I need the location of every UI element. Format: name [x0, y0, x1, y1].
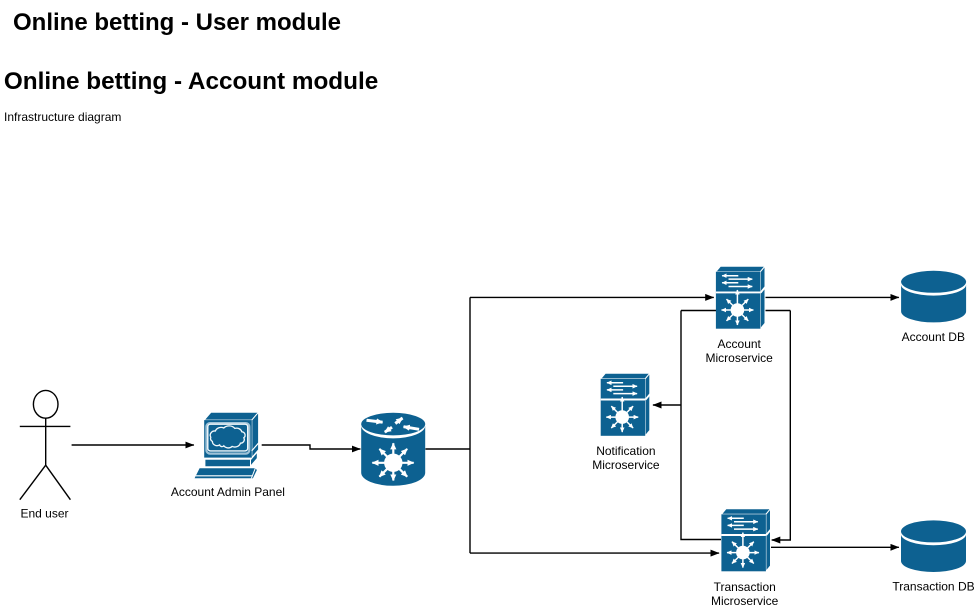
svg-text:Online betting - Account modul: Online betting - Account module [4, 68, 378, 95]
svg-text:Account: Account [718, 337, 762, 351]
svg-text:Online betting - User module: Online betting - User module [13, 9, 341, 36]
svg-text:Microservice: Microservice [706, 351, 774, 365]
svg-text:Notification: Notification [596, 444, 655, 458]
svg-text:Account DB: Account DB [902, 330, 965, 344]
svg-text:Infrastructure diagram: Infrastructure diagram [4, 110, 121, 124]
svg-text:End user: End user [20, 507, 68, 521]
svg-text:Account Admin Panel: Account Admin Panel [171, 485, 285, 499]
svg-text:Transaction DB: Transaction DB [892, 580, 974, 594]
svg-text:Microservice: Microservice [592, 458, 660, 472]
svg-text:Transaction: Transaction [714, 580, 776, 594]
svg-text:Microservice: Microservice [711, 594, 779, 608]
